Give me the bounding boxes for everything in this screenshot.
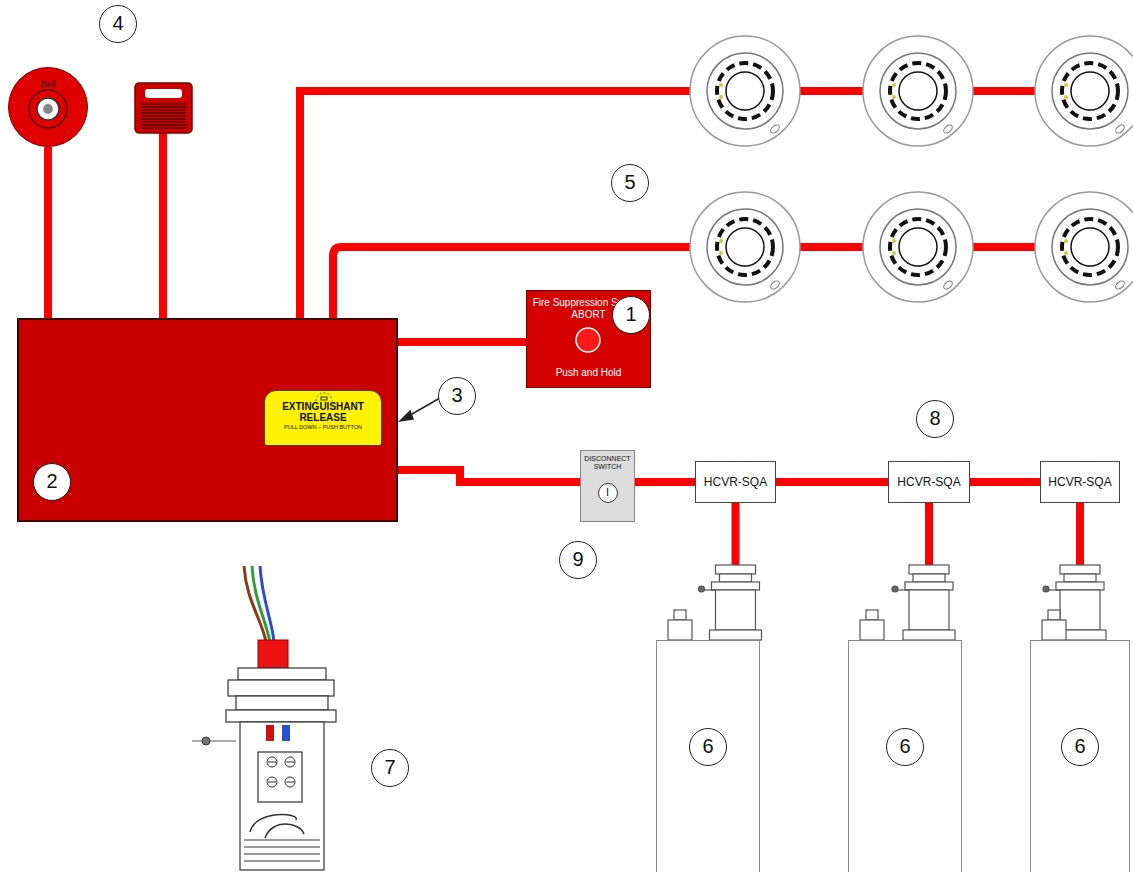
- node-text: PULL DOWN – PUSH BUTTON: [267, 424, 379, 431]
- cylinder-valve: [668, 610, 692, 640]
- node-text: I: [598, 483, 618, 503]
- cylinder-actuator: [1043, 565, 1106, 640]
- wire-connector: [398, 470, 580, 482]
- agent-cylinder: 6: [848, 640, 962, 872]
- node-text: 2: [33, 463, 71, 501]
- node-text: 6: [689, 728, 727, 766]
- actuator-detail: [192, 566, 336, 870]
- agent-cylinder: 6: [1030, 640, 1130, 872]
- release-station: EXTINGUISHANT RELEASEPULL DOWN – PUSH BU…: [264, 390, 382, 446]
- callout-number: 8: [916, 400, 954, 438]
- agent-cylinder: 6: [656, 640, 760, 872]
- callout-number: 5: [611, 164, 649, 202]
- node-text: HCVR-SQA: [897, 475, 960, 489]
- node-text: 6: [1061, 728, 1099, 766]
- node-text: Push and Hold: [527, 367, 650, 379]
- wire-connector: [398, 338, 526, 346]
- node-text: Bell: [9, 68, 87, 89]
- wire-connector: [44, 147, 52, 318]
- node-text: HCVR-SQA: [1048, 475, 1111, 489]
- cylinder-valve: [860, 610, 884, 640]
- control-panel: 2 EXTINGUISHANT RELEASEPULL DOWN – PUSH B…: [17, 318, 398, 522]
- bell-face: [8, 67, 88, 147]
- callout-number: 4: [99, 5, 137, 43]
- callout-number: 7: [371, 749, 409, 787]
- node-text: DISCONNECT SWITCH: [583, 455, 632, 471]
- node-text: 6: [886, 728, 924, 766]
- callout-number: 3: [438, 377, 476, 415]
- disconnect-switch: DISCONNECT SWITCH I: [580, 450, 635, 522]
- releasing-module: HCVR-SQA: [1040, 461, 1120, 503]
- leader-arrow: [400, 398, 440, 421]
- cylinder-valve: [1042, 610, 1066, 640]
- node-text: HCVR-SQA: [704, 475, 767, 489]
- wire-connector: [635, 478, 695, 486]
- wire-connector: [776, 478, 888, 486]
- cylinder-actuator: [892, 565, 955, 640]
- horn-symbol: [135, 83, 192, 133]
- bell-symbol: Bell: [8, 67, 88, 147]
- wire-connector: [970, 478, 1040, 486]
- cylinder-actuator: [699, 565, 762, 640]
- release-handle: [314, 390, 334, 402]
- releasing-module: HCVR-SQA: [888, 461, 970, 503]
- smoke-detector: [690, 36, 1133, 302]
- abort-button: [573, 325, 603, 355]
- releasing-module: HCVR-SQA: [695, 461, 776, 503]
- callout-number: 9: [559, 541, 597, 579]
- callout-number: 1: [612, 296, 650, 334]
- node-text: EXTINGUISHANT RELEASE: [267, 401, 379, 423]
